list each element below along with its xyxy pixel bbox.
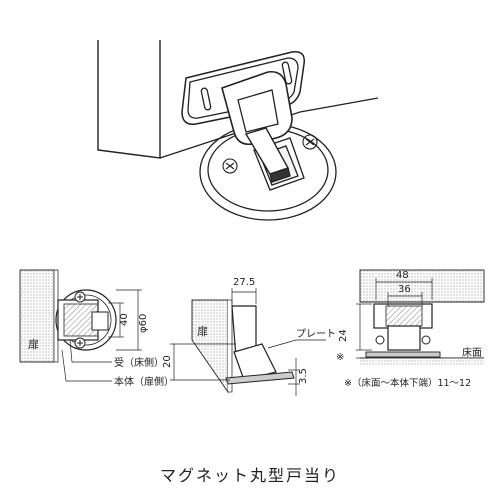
plate-screw <box>222 158 238 174</box>
front-door-label: 扉 <box>28 338 39 351</box>
side-dim-top: 27.5 <box>233 277 255 288</box>
front-screw <box>74 337 86 349</box>
right-dim-36: 36 <box>398 284 411 295</box>
floor-label: 床面 <box>462 346 482 359</box>
front-dim-inner: 40 <box>119 313 130 326</box>
side-door-label: 扉 <box>197 325 208 338</box>
magnet-body <box>221 70 293 146</box>
plate-label: プレート <box>296 328 336 340</box>
front-view: 扉 40 φ60 受（床側） 本体（扉側） <box>19 269 174 388</box>
right-dim-48: 48 <box>396 270 409 281</box>
callout-body: 本体（扉側） <box>114 375 174 388</box>
side-dim-plate: 3.5 <box>298 368 309 384</box>
front-dim-outer: φ60 <box>138 314 149 333</box>
front-screw <box>74 291 86 303</box>
product-caption: マグネット丸型戸当り <box>159 466 340 485</box>
right-asterisk: ※ <box>336 352 344 363</box>
right-dim-24: 24 <box>338 329 349 342</box>
door-edge <box>97 40 161 159</box>
side-view: 扉 27.5 20 3.5 プレート <box>162 277 336 396</box>
perspective-illustration <box>97 40 379 221</box>
callout-receiver: 受（床側） <box>114 356 164 369</box>
side-dim-height: 20 <box>162 355 173 368</box>
plate-screw <box>302 134 318 150</box>
right-view: 48 36 24 ※ 床面 ※（床面～本体下端）11～12 <box>336 269 485 389</box>
door-face <box>159 97 379 159</box>
height-note: ※（床面～本体下端）11～12 <box>344 377 471 389</box>
